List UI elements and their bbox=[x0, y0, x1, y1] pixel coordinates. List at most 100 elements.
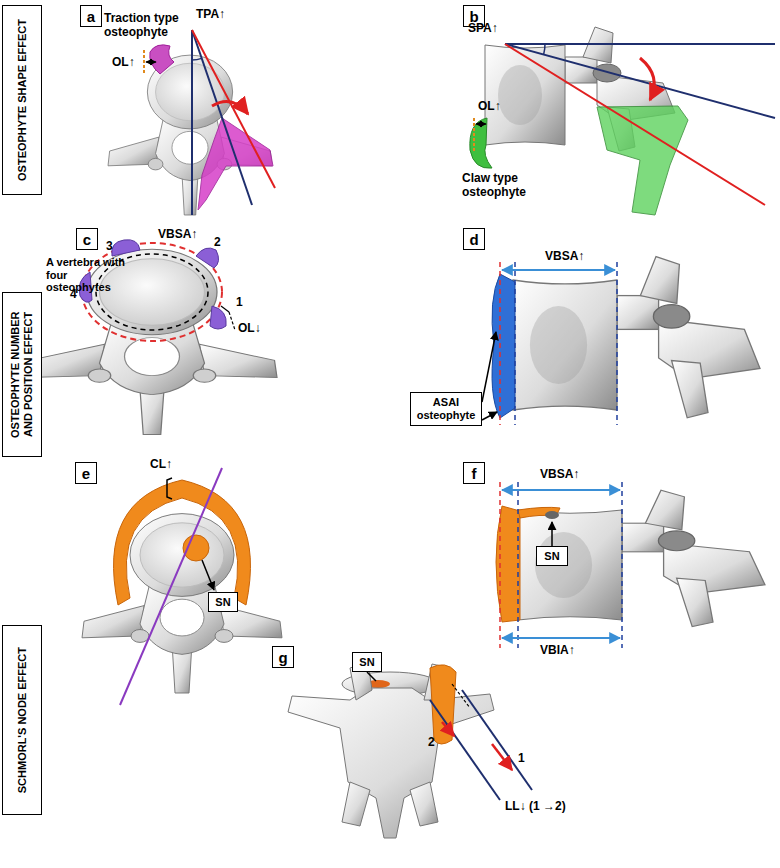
leader-arrow bbox=[482, 412, 497, 420]
measure-line bbox=[430, 700, 500, 800]
callout-text: SN bbox=[215, 596, 230, 609]
angle-line bbox=[505, 44, 765, 205]
angle-arc bbox=[192, 58, 202, 60]
measure-label: VBSA↑ bbox=[158, 228, 197, 242]
osteophyte-length-line bbox=[143, 50, 145, 74]
dimension-arrow bbox=[476, 123, 486, 124]
angle-line bbox=[192, 30, 252, 205]
osteophyte-length-line bbox=[473, 118, 475, 152]
leader-line bbox=[367, 672, 376, 681]
panel-f-art bbox=[518, 490, 765, 626]
articular-process bbox=[410, 782, 438, 826]
row-label: OSTEOPHYTE NUMBER AND POSITION EFFECT bbox=[2, 292, 42, 457]
panel-e-art bbox=[82, 468, 282, 705]
panel-f-art bbox=[496, 482, 765, 648]
panel-letter-text: g bbox=[278, 649, 287, 666]
measure-label: VBSA↑ bbox=[545, 250, 584, 264]
measure-label: SPA↑ bbox=[468, 22, 498, 36]
angle-line bbox=[192, 30, 275, 188]
dashed-guide bbox=[514, 262, 516, 425]
panel-d-art bbox=[482, 257, 760, 425]
row-label-text: OSTEOPHYTE NUMBER AND POSITION EFFECT bbox=[9, 299, 34, 450]
dashed-guide bbox=[499, 262, 501, 425]
callout-text: SN bbox=[544, 550, 559, 563]
measure-label: VBIA↑ bbox=[540, 644, 575, 658]
osteophyte bbox=[210, 306, 226, 329]
measure-label: VBSA↑ bbox=[540, 468, 579, 482]
rotation-arrow bbox=[212, 102, 248, 115]
panel-letter: e bbox=[75, 462, 97, 484]
panel-letter-text: d bbox=[469, 231, 478, 248]
osteophyte bbox=[114, 480, 251, 605]
callout-number: 2 bbox=[428, 736, 435, 750]
asai-osteophyte bbox=[492, 274, 515, 418]
osteophyte-length-line bbox=[229, 312, 235, 330]
dashed-guide bbox=[517, 482, 519, 648]
row-label: SCHMORL'S NODE EFFECT bbox=[2, 625, 42, 815]
panel-letter: a bbox=[80, 5, 102, 27]
posterior-arch bbox=[288, 688, 494, 838]
callout-text: ASAI osteophyte bbox=[412, 396, 480, 421]
measure-label: Claw type osteophyte bbox=[462, 172, 557, 200]
row-label-text: SCHMORL'S NODE EFFECT bbox=[16, 647, 29, 793]
panel-letter-text: a bbox=[87, 8, 95, 25]
panel-c-art bbox=[27, 240, 277, 435]
callout-number: 3 bbox=[106, 240, 113, 254]
leader-arrow bbox=[551, 522, 553, 546]
axis-line bbox=[120, 468, 222, 705]
traction-osteophyte bbox=[150, 45, 174, 74]
length-arrow bbox=[442, 722, 454, 736]
dimension-arrow bbox=[502, 269, 615, 271]
panel-letter-text: f bbox=[472, 465, 477, 482]
callout-box: SN bbox=[208, 592, 238, 612]
callout-number: 1 bbox=[518, 752, 525, 766]
panel-letter: f bbox=[463, 462, 485, 484]
panel-letter-text: c bbox=[83, 231, 91, 248]
dashed-guide bbox=[621, 482, 623, 648]
angle-line bbox=[505, 44, 775, 118]
leader-arrow bbox=[202, 560, 214, 590]
claw-osteophyte bbox=[470, 118, 492, 168]
panel-d-art bbox=[513, 257, 760, 418]
measure-label: OL↑ bbox=[112, 56, 135, 70]
measure-label: OL↑ bbox=[478, 100, 501, 114]
panel-e-art bbox=[82, 514, 282, 693]
angle-arc bbox=[544, 44, 545, 55]
callout-box: ASAI osteophyte bbox=[410, 392, 482, 426]
panel-letter-text: e bbox=[82, 465, 90, 482]
measure-label: CL↑ bbox=[150, 458, 172, 472]
measure-line bbox=[452, 684, 470, 708]
dimension-arrow bbox=[502, 637, 620, 639]
angle-line bbox=[191, 30, 193, 215]
osteophyte bbox=[112, 240, 140, 256]
length-arrow bbox=[492, 744, 512, 770]
dimension-arrow bbox=[502, 489, 620, 491]
dimension-arrow bbox=[146, 61, 156, 62]
bracket bbox=[167, 478, 172, 499]
callout-number: 2 bbox=[214, 236, 221, 250]
panel-letter: d bbox=[463, 228, 485, 250]
row-label: OSTEOPHYTE SHAPE EFFECT bbox=[2, 5, 42, 195]
osteophyte bbox=[518, 507, 560, 518]
callout-box: SN bbox=[536, 546, 568, 566]
claw-osteophyte bbox=[597, 106, 688, 215]
schmorls-node bbox=[545, 511, 559, 519]
panel-letter: c bbox=[76, 228, 98, 250]
row-label-text: OSTEOPHYTE SHAPE EFFECT bbox=[16, 19, 29, 181]
osteophyte bbox=[196, 248, 219, 268]
measure-label: TPA↑ bbox=[196, 8, 225, 22]
osteophyte-length-line bbox=[221, 306, 229, 312]
panel-g-art bbox=[288, 662, 532, 838]
measure-label: LL↓ (1 →2) bbox=[505, 800, 566, 814]
dashed-guide bbox=[616, 262, 618, 425]
measure-label: OL↓ bbox=[238, 322, 261, 336]
measure-label: Traction type osteophyte bbox=[104, 12, 192, 40]
panel-letter: g bbox=[272, 646, 294, 668]
callout-number: 1 bbox=[236, 296, 243, 310]
panel-a-art bbox=[108, 30, 275, 215]
